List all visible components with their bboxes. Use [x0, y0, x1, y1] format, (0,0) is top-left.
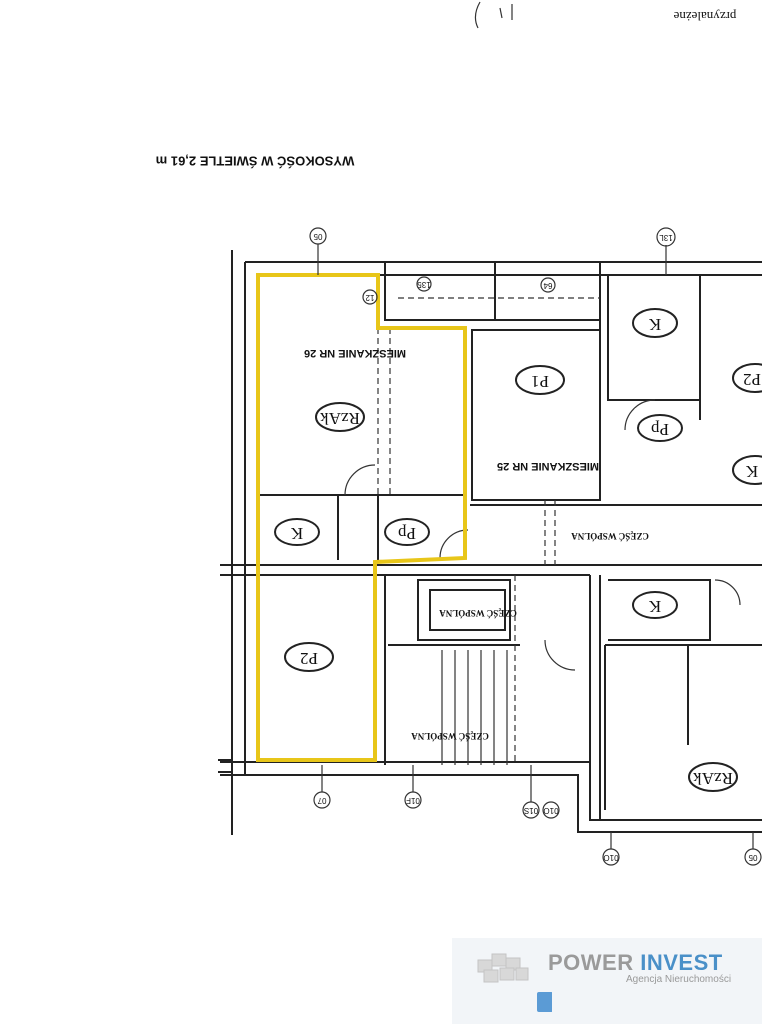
brand-part-2: INVEST [640, 950, 723, 975]
axis-markers: 05 13L 12 135 64 07 01F 01S 01O 01O 05 [309, 227, 762, 866]
common-area-label: CZĘŚĆ WSPÓLNA [571, 531, 649, 541]
axis-01o: 01O [543, 806, 558, 815]
common-area-label: CZĘŚĆ WSPÓLNA [411, 731, 489, 741]
axis-12: 12 [365, 293, 374, 302]
axis-05: 05 [748, 853, 757, 862]
room-p2: P2 [743, 370, 761, 389]
apartment-26-outline [256, 273, 467, 762]
interior-walls [220, 262, 762, 820]
room-k: K [745, 462, 758, 481]
brand-part-1: POWER [548, 950, 634, 975]
room-k: K [648, 597, 661, 616]
apartment-26-label: MIESZKANIE NR 26 [304, 347, 406, 359]
axis-01o: 01O [603, 853, 618, 862]
room-rzak: RzAk [320, 409, 360, 428]
signature [474, 1, 513, 29]
room-k: K [290, 524, 303, 543]
axis-135: 135 [417, 280, 431, 289]
axis-07: 07 [317, 796, 326, 805]
axis-01s: 01S [524, 806, 538, 815]
axis-01f: 01F [406, 796, 420, 805]
common-area-label: CZĘŚĆ WSPÓLNA [439, 608, 517, 618]
height-label: WYSOKOŚĆ W ŚWIETLE 2,61 m [156, 154, 355, 169]
room-p1: P1 [531, 372, 549, 391]
room-pp: Pp [398, 524, 416, 543]
room-labels: MIESZKANIE NR 26 MIESZKANIE NR 25 CZĘŚĆ … [274, 308, 762, 792]
watermark: POWER INVEST Agencja Nieruchomości [452, 938, 762, 1024]
axis-05: 05 [313, 232, 322, 241]
room-p2: P2 [300, 649, 318, 668]
room-k: K [648, 315, 661, 334]
axis-64: 64 [543, 281, 552, 290]
axis-13l: 13L [659, 233, 673, 242]
apartment-25-label: MIESZKANIE NR 25 [497, 460, 599, 472]
brand-name: POWER INVEST [548, 950, 723, 976]
brand-tagline: Agencja Nieruchomości [626, 974, 732, 985]
note-text: przynależne [673, 9, 736, 24]
room-rzak: RzAk [693, 769, 733, 788]
cubes-logo-icon [477, 953, 552, 1012]
room-pp: Pp [651, 420, 669, 439]
